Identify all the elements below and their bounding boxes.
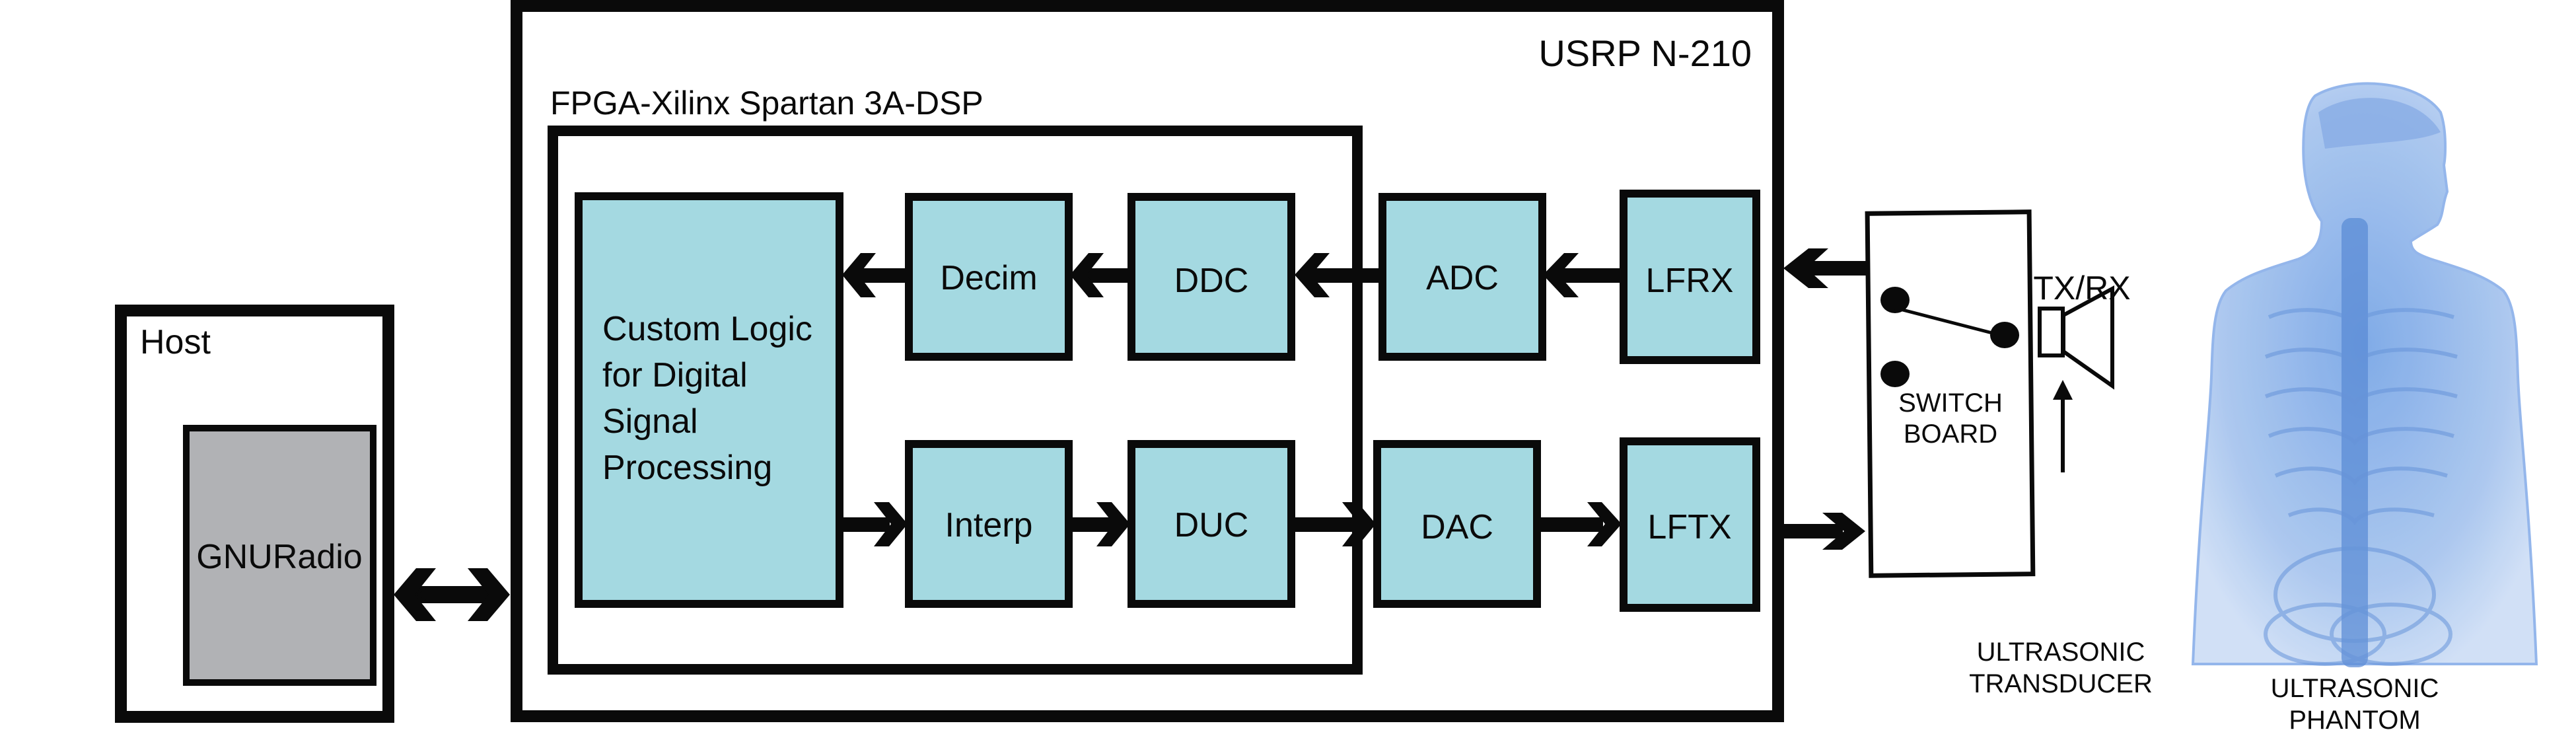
lftx-label: LFTX [1647, 508, 1731, 546]
switch-board-label-1: SWITCH [1898, 388, 2003, 418]
custom-logic-line-2: for Digital [602, 356, 748, 394]
ddc-label: DDC [1174, 262, 1249, 300]
custom-logic-block [575, 192, 843, 608]
txrx-label: TX/RX [2033, 270, 2130, 307]
arrow-switch-to-lfrx [1783, 248, 1868, 288]
gnuradio-block [183, 425, 376, 686]
tx-arrows [842, 502, 1865, 550]
lfrx-block [1620, 190, 1760, 364]
fpga-label: FPGA-Xilinx Spartan 3A-DSP [550, 85, 984, 122]
interp-block [905, 440, 1073, 608]
arrow-ddc-to-decim [1070, 253, 1129, 297]
phantom-label-1: ULTRASONIC [2271, 674, 2439, 703]
transducer-label-1: ULTRASONIC [1977, 638, 2145, 667]
switch-contact-bottom [1880, 361, 1910, 387]
adc-block [1378, 193, 1546, 361]
arrow-duc-to-dac [1295, 502, 1376, 546]
host-label: Host [140, 323, 211, 361]
duc-label: DUC [1174, 506, 1249, 544]
ultrasonic-transducer-icon [2038, 285, 2114, 390]
arrow-lftx-to-switch [1783, 513, 1865, 550]
transducer-label-2: TRANSDUCER [1969, 669, 2153, 698]
rx-arrows [842, 248, 1868, 297]
arrow-lfrx-to-adc [1543, 253, 1620, 297]
switch-contact-common [1990, 322, 2019, 348]
custom-logic-line-1: Custom Logic [602, 310, 812, 348]
host-box: Host GNURadio [115, 305, 394, 723]
arrow-interp-to-duc [1071, 502, 1130, 546]
switch-contact-top [1880, 287, 1910, 313]
arrow-decim-to-logic [842, 253, 906, 297]
dac-block [1373, 440, 1541, 608]
custom-logic-line-4: Processing [602, 449, 772, 487]
switch-board-label-2: BOARD [1904, 420, 1997, 449]
transducer-pointer-arrow [2053, 380, 2073, 472]
lftx-block [1620, 437, 1760, 612]
custom-logic-line-3: Signal [602, 402, 698, 441]
phantom-label-2: PHANTOM [2289, 706, 2420, 735]
usrp-label: USRP N-210 [1538, 32, 1752, 74]
lfrx-label: LFRX [1646, 262, 1734, 300]
ddc-block [1127, 193, 1295, 361]
arrow-logic-to-interp [842, 502, 908, 546]
fpga-box: FPGA-Xilinx Spartan 3A-DSP Custom Logic … [548, 85, 1363, 675]
ultrasonic-phantom-image [2191, 82, 2538, 667]
interp-label: Interp [945, 506, 1033, 544]
host-usrp-bidirectional-arrow [394, 568, 510, 621]
arrow-adc-to-ddc [1295, 253, 1380, 297]
gnuradio-label: GNURadio [196, 538, 362, 576]
dac-label: DAC [1421, 508, 1493, 546]
adc-label: ADC [1426, 259, 1499, 297]
decim-label: Decim [940, 259, 1037, 297]
decim-block [905, 193, 1073, 361]
duc-block [1127, 440, 1295, 608]
arrow-dac-to-lftx [1540, 502, 1622, 546]
switch-board: SWITCH BOARD [1865, 209, 2036, 578]
switch-lever [1894, 306, 1995, 336]
